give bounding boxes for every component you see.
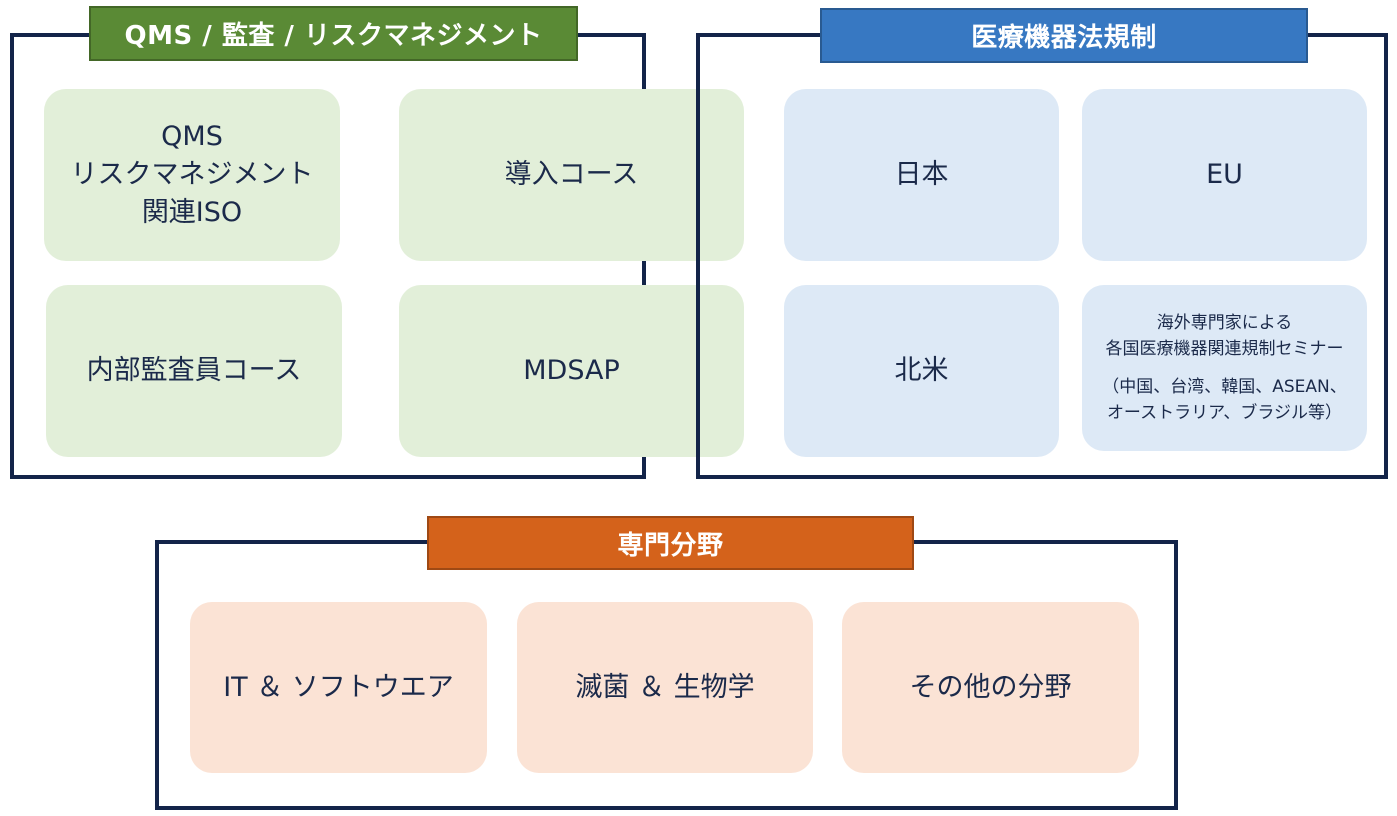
card-eu[interactable]: EU <box>1082 89 1367 261</box>
card-internal-auditor-course[interactable]: 内部監査員コース <box>46 285 342 457</box>
card-overseas-seminar-line4: オーストラリア、ブラジル等） <box>1106 403 1343 423</box>
specialty-section-title: 専門分野 <box>427 516 914 570</box>
card-internal-auditor-course-label: 内部監査員コース <box>86 355 302 386</box>
card-it-software-label: IT ＆ ソフトウエア <box>223 671 454 703</box>
card-intro-course[interactable]: 導入コース <box>399 89 744 261</box>
card-other-fields[interactable]: その他の分野 <box>842 602 1139 773</box>
qms-section-title: QMS / 監査 / リスクマネジメント <box>89 6 578 61</box>
card-intro-course-label: 導入コース <box>504 159 639 190</box>
card-qms-risk-iso-line3: 関連ISO <box>141 197 243 228</box>
card-mdsap[interactable]: MDSAP <box>399 285 744 457</box>
card-qms-risk-iso-line1: QMS <box>161 121 223 152</box>
card-japan[interactable]: 日本 <box>784 89 1059 261</box>
card-overseas-seminar-line1: 海外専門家による <box>1156 313 1293 333</box>
card-qms-risk-iso[interactable]: QMS リスクマネジメント 関連ISO <box>44 89 340 261</box>
regulation-section-title: 医療機器法規制 <box>820 8 1308 63</box>
card-eu-label: EU <box>1206 159 1243 190</box>
card-overseas-seminar-line2: 各国医療機器関連規制セミナー <box>1105 339 1344 359</box>
card-japan-label: 日本 <box>894 159 949 190</box>
card-other-fields-label: その他の分野 <box>909 671 1072 703</box>
card-sterilization-biology[interactable]: 滅菌 ＆ 生物学 <box>517 602 813 773</box>
card-north-america[interactable]: 北米 <box>784 285 1059 457</box>
card-overseas-seminar-line3: （中国、台湾、韓国、ASEAN、 <box>1102 377 1347 397</box>
card-mdsap-label: MDSAP <box>523 355 620 386</box>
card-north-america-label: 北米 <box>894 355 949 386</box>
card-qms-risk-iso-line2: リスクマネジメント <box>70 159 314 190</box>
card-overseas-seminar[interactable]: 海外専門家による 各国医療機器関連規制セミナー （中国、台湾、韓国、ASEAN、… <box>1082 285 1367 451</box>
card-it-software[interactable]: IT ＆ ソフトウエア <box>190 602 487 773</box>
card-sterilization-biology-label: 滅菌 ＆ 生物学 <box>575 671 755 703</box>
